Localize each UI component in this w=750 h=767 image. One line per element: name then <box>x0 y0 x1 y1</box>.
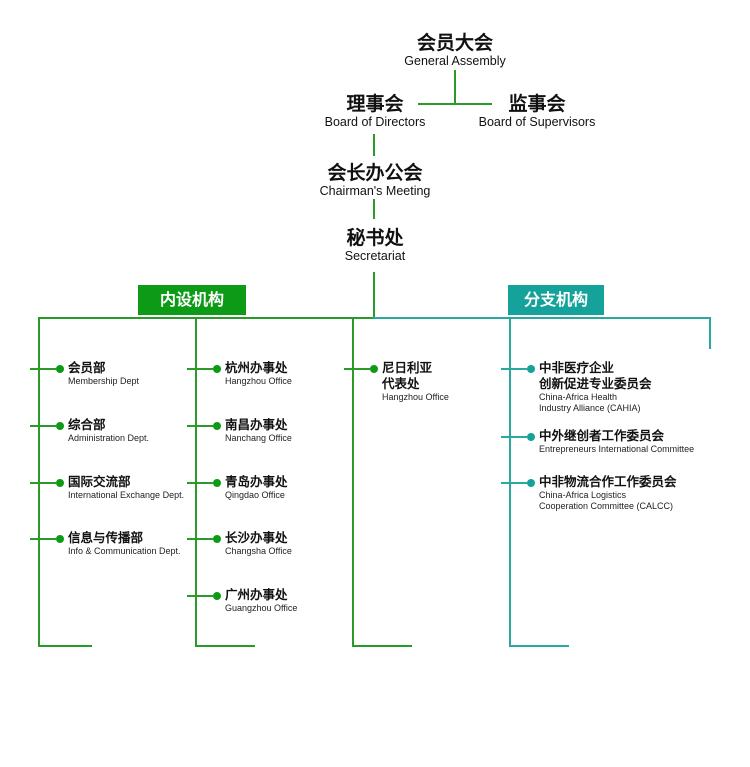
board-of-directors-node: 理事会 Board of Directors <box>305 93 445 130</box>
branch-group-tag: 分支机构 <box>508 285 604 315</box>
list-item-international-exchange: 国际交流部 International Exchange Dept. <box>30 474 184 501</box>
connector-board-chairman <box>373 134 375 156</box>
chairman-meeting-node: 会长办公会 Chairman's Meeting <box>300 162 450 199</box>
general-assembly-en: General Assembly <box>404 54 506 68</box>
bullet-dot-icon <box>213 365 221 373</box>
bullet-dot-icon <box>56 479 64 487</box>
list-item-cahia: 中非医疗企业 创新促进专业委员会 China-Africa Health Ind… <box>501 360 652 414</box>
secretariat-zh: 秘书处 <box>346 227 404 249</box>
secretariat-node: 秘书处 Secretariat <box>318 227 432 264</box>
internal-branch-bar <box>38 317 375 319</box>
bullet-dot-icon <box>527 365 535 373</box>
list-item-qingdao-office: 青岛办事处 Qingdao Office <box>187 474 288 501</box>
board-en: Board of Directors <box>324 115 426 129</box>
chairman-zh: 会长办公会 <box>327 162 423 184</box>
bullet-dot-icon <box>213 422 221 430</box>
board-of-supervisors-node: 监事会 Board of Supervisors <box>462 93 612 130</box>
bullet-dot-icon <box>56 365 64 373</box>
secretariat-en: Secretariat <box>344 249 406 263</box>
chairman-en: Chairman's Meeting <box>319 184 431 198</box>
list-item-nigeria-office: 尼日利亚 代表处 Hangzhou Office <box>344 360 449 403</box>
bullet-dot-icon <box>213 535 221 543</box>
connector-board-supervisors <box>418 103 492 105</box>
col4-bottom <box>509 645 569 647</box>
col1-bottom <box>38 645 92 647</box>
bullet-dot-icon <box>56 535 64 543</box>
right-edge-line <box>709 317 711 349</box>
list-item-guangzhou-office: 广州办事处 Guangzhou Office <box>187 587 297 614</box>
list-item-info-communication: 信息与传播部 Info & Communication Dept. <box>30 530 181 557</box>
col3-bottom <box>352 645 412 647</box>
board-zh: 理事会 <box>346 93 404 115</box>
list-item-entrepreneurs-committee: 中外继创者工作委员会 Entrepreneurs International C… <box>501 428 694 455</box>
bullet-dot-icon <box>527 433 535 441</box>
connector-secretariat-down <box>373 272 375 319</box>
list-item-nanchang-office: 南昌办事处 Nanchang Office <box>187 417 292 444</box>
bullet-dot-icon <box>213 592 221 600</box>
list-item-administration: 综合部 Administration Dept. <box>30 417 149 444</box>
bullet-dot-icon <box>56 422 64 430</box>
connector-assembly <box>454 70 456 104</box>
bullet-dot-icon <box>370 365 378 373</box>
col3-line <box>352 317 354 647</box>
col2-bottom <box>195 645 255 647</box>
supervisors-en: Board of Supervisors <box>478 115 596 129</box>
connector-chairman-secretariat <box>373 199 375 219</box>
list-item-membership: 会员部 Membership Dept <box>30 360 139 387</box>
supervisors-zh: 监事会 <box>508 93 566 115</box>
branch-bar <box>373 317 711 319</box>
bullet-dot-icon <box>527 479 535 487</box>
list-item-changsha-office: 长沙办事处 Changsha Office <box>187 530 292 557</box>
general-assembly-node: 会员大会 General Assembly <box>385 32 525 69</box>
list-item-hangzhou-office: 杭州办事处 Hangzhou Office <box>187 360 292 387</box>
bullet-dot-icon <box>213 479 221 487</box>
list-item-calcc: 中非物流合作工作委员会 China-Africa Logistics Coope… <box>501 474 677 512</box>
general-assembly-zh: 会员大会 <box>416 32 493 54</box>
internal-group-tag: 内设机构 <box>138 285 246 315</box>
